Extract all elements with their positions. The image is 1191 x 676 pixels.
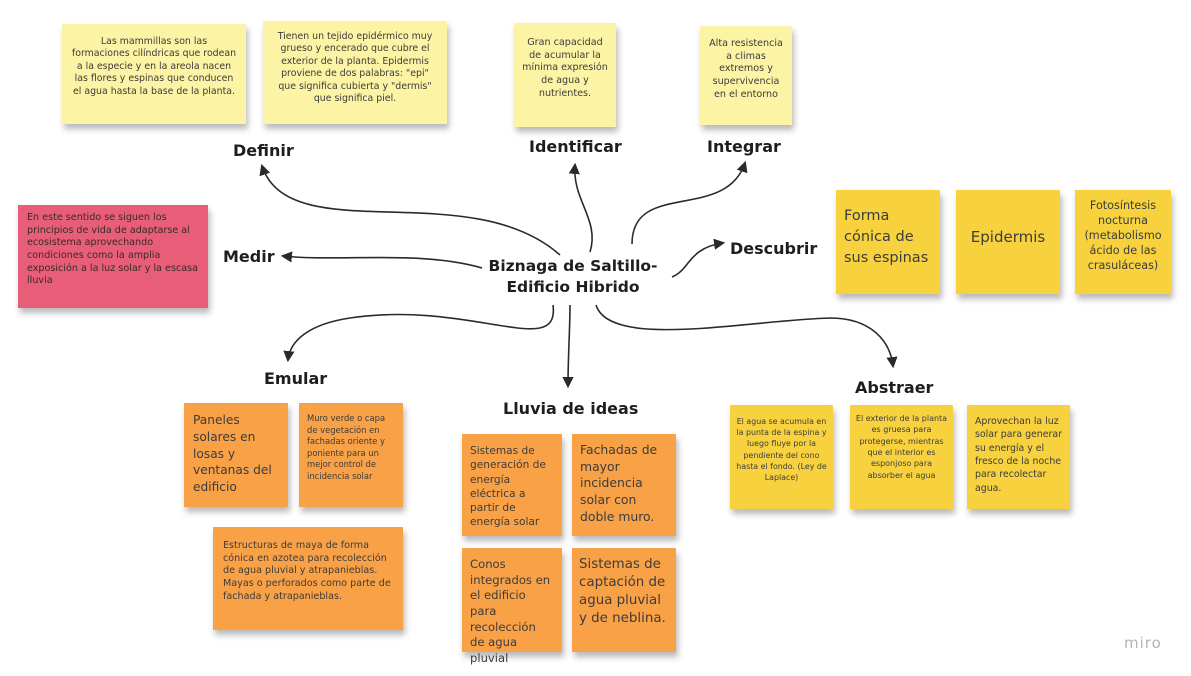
miro-watermark: miro (1124, 634, 1162, 652)
sticky-note-emular-estructuras[interactable]: Estructuras de maya de forma cónica en a… (213, 527, 403, 630)
arrow-to-abstraer (595, 304, 898, 369)
sticky-note-lluvia-sistemas-energia[interactable]: Sistemas de generación de energía eléctr… (462, 434, 562, 536)
central-topic-line2: Edificio Hibrido (506, 277, 640, 296)
sticky-note-descubrir-fotosintesis[interactable]: Fotosíntesis nocturna (metabolismo ácido… (1075, 190, 1171, 294)
arrow-to-medir (280, 251, 483, 269)
sticky-note-integrar[interactable]: Alta resistencia a climas extremos y sup… (700, 26, 792, 125)
sticky-note-abstraer-luz-solar[interactable]: Aprovechan la luz solar para generar su … (967, 405, 1070, 509)
label-descubrir[interactable]: Descubrir (730, 239, 818, 258)
arrow-to-descubrir (671, 238, 726, 278)
sticky-note-lluvia-conos[interactable]: Conos integrados en el edificio para rec… (462, 548, 562, 665)
arrow-to-integrar (631, 160, 748, 245)
arrow-to-lluvia (562, 304, 574, 389)
central-topic[interactable]: Biznaga de Saltillo- Edificio Hibrido (468, 256, 678, 298)
sticky-note-medir[interactable]: En este sentido se siguen los principios… (18, 205, 208, 308)
sticky-note-identificar[interactable]: Gran capacidad de acumular la mínima exp… (514, 23, 616, 127)
label-emular[interactable]: Emular (264, 369, 328, 388)
central-topic-line1: Biznaga de Saltillo- (488, 257, 658, 275)
label-identificar[interactable]: Identificar (529, 137, 622, 156)
sticky-note-emular-muro-verde[interactable]: Muro verde o capa de vegetación en facha… (299, 403, 403, 507)
arrow-to-definir (259, 163, 561, 256)
sticky-note-lluvia-fachadas[interactable]: Fachadas de mayor incidencia solar con d… (572, 434, 676, 536)
label-abstraer[interactable]: Abstraer (855, 378, 934, 397)
arrow-to-emular (283, 304, 555, 363)
label-lluvia-de-ideas[interactable]: Lluvia de ideas (503, 399, 639, 418)
arrow-to-identificar (568, 162, 593, 253)
sticky-note-descubrir-forma-conica[interactable]: Forma cónica de sus espinas (836, 190, 940, 294)
label-integrar[interactable]: Integrar (707, 137, 781, 156)
sticky-note-descubrir-epidermis[interactable]: Epidermis (956, 190, 1060, 294)
sticky-note-definir-epidermis[interactable]: Tienen un tejido epidérmico muy grueso y… (263, 21, 447, 124)
label-medir[interactable]: Medir (223, 247, 275, 266)
sticky-note-lluvia-captacion[interactable]: Sistemas de captación de agua pluvial y … (572, 548, 676, 652)
label-definir[interactable]: Definir (233, 141, 294, 160)
sticky-note-abstraer-exterior[interactable]: El exterior de la planta es gruesa para … (850, 405, 953, 509)
sticky-note-definir-mammillas[interactable]: Las mammillas son las formaciones cilínd… (62, 24, 246, 124)
sticky-note-abstraer-laplace[interactable]: El agua se acumula en la punta de la esp… (730, 405, 833, 509)
sticky-note-emular-paneles[interactable]: Paneles solares en losas y ventanas del … (184, 403, 288, 507)
